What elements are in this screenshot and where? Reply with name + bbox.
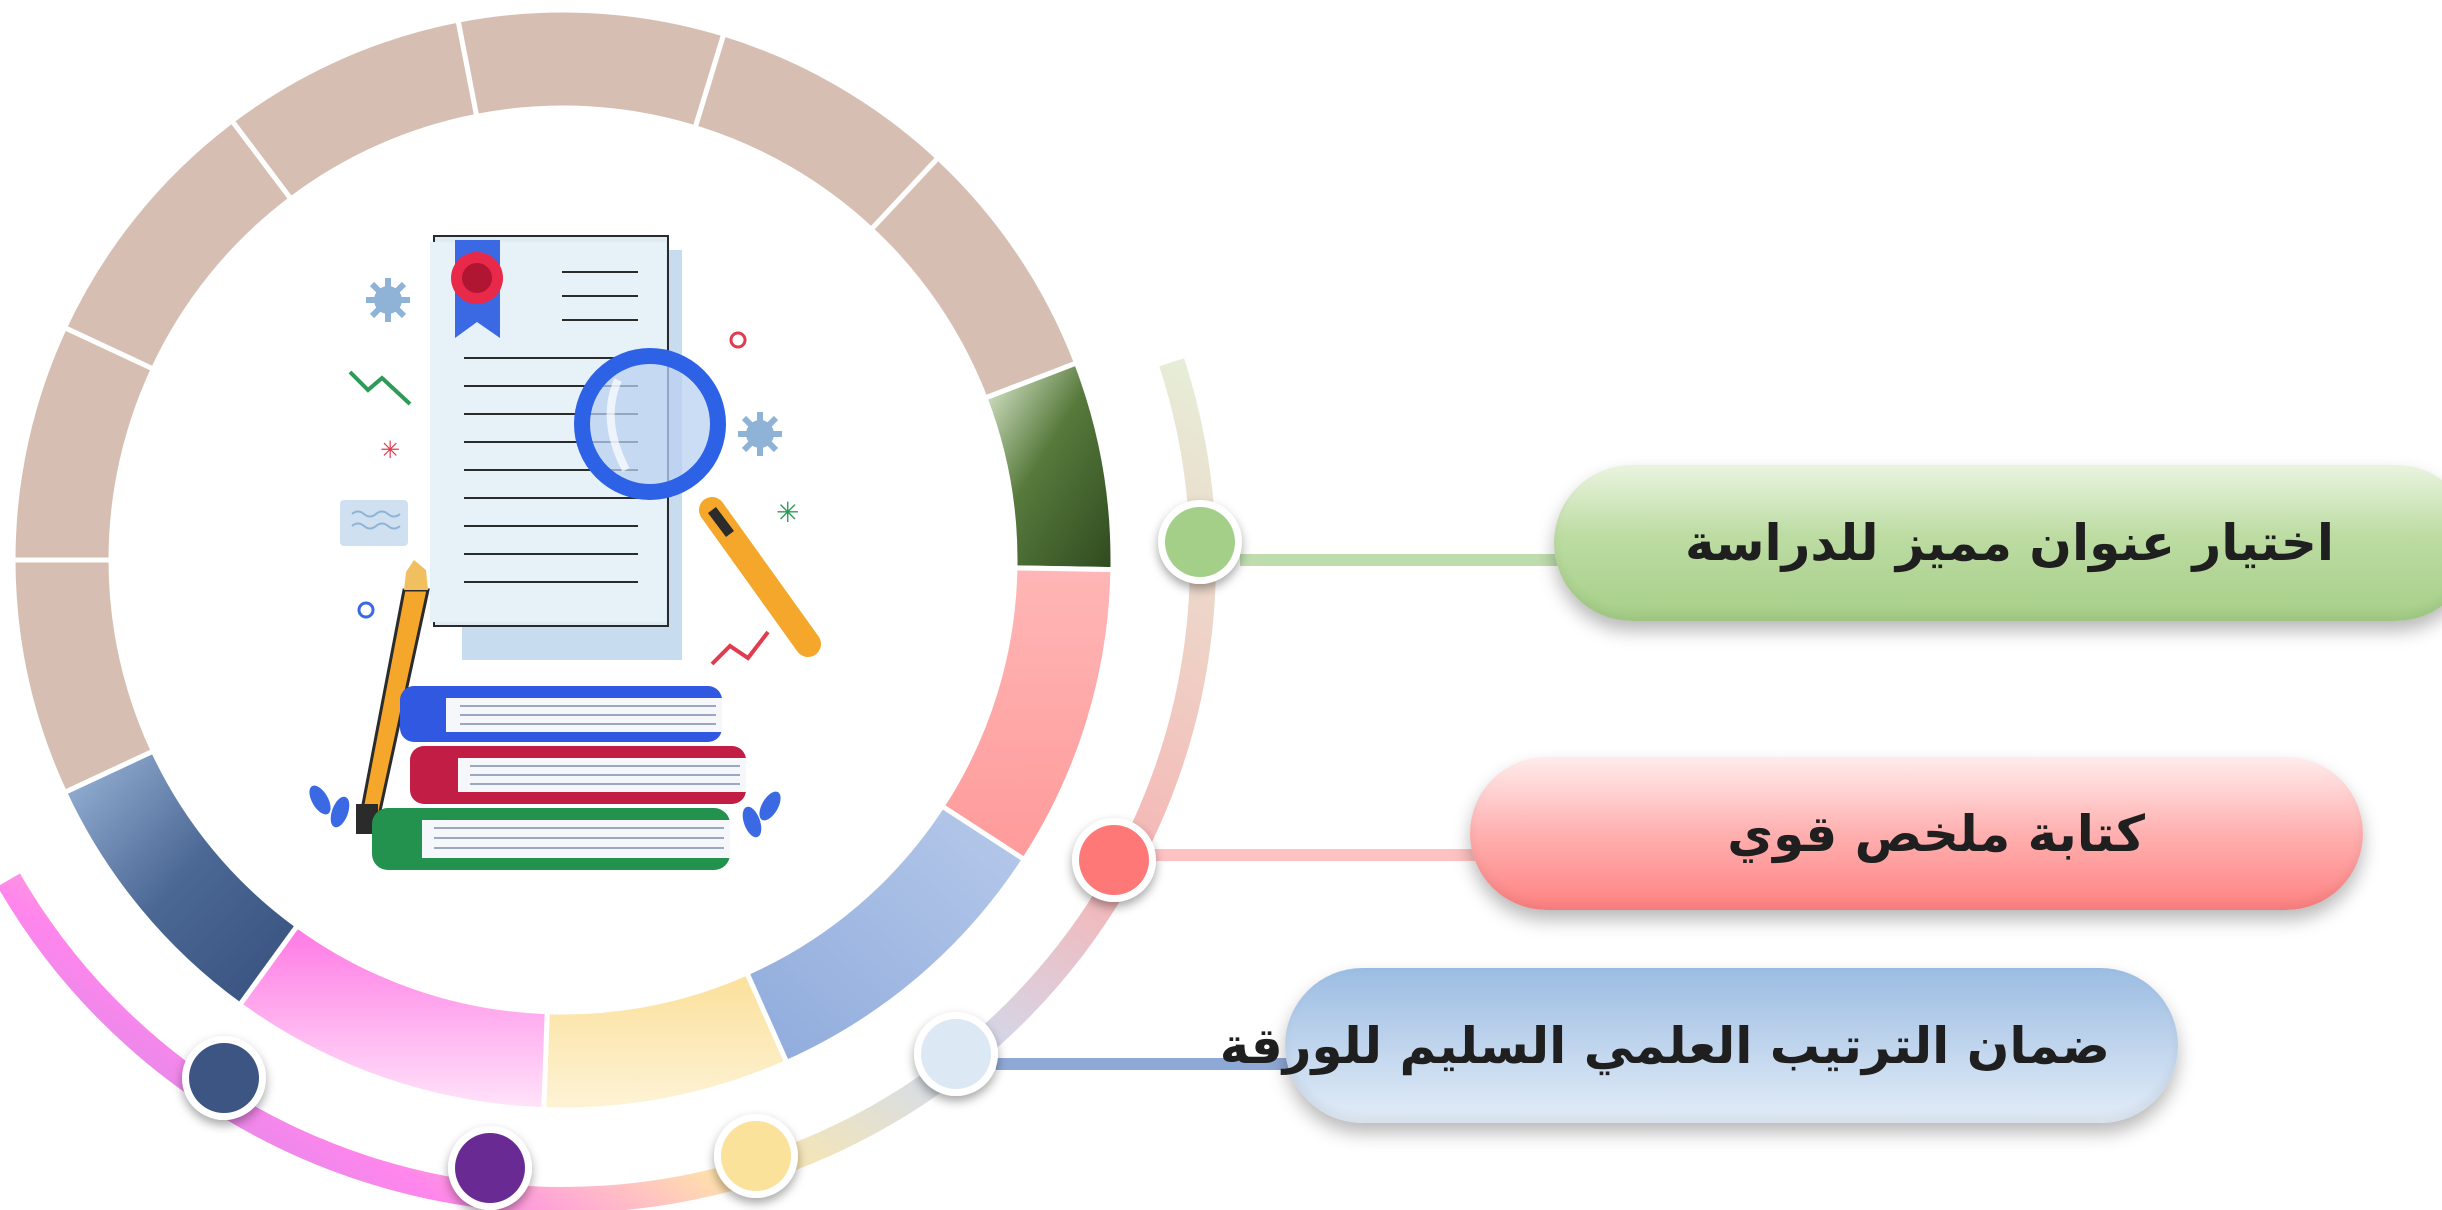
step-1-label: اختيار عنوان مميز للدراسة	[1685, 514, 2334, 572]
gear-icon	[738, 412, 782, 456]
ring-segment-coral	[938, 565, 1116, 864]
step-2-label: كتابة ملخص قوي	[1727, 804, 2145, 863]
step-marker-6	[182, 1036, 266, 1120]
ribbon-badge-icon	[451, 240, 503, 338]
ring-segment-magenta	[236, 922, 550, 1113]
step-marker-4	[714, 1114, 798, 1198]
books-stack-icon	[372, 686, 746, 870]
step-marker-5	[448, 1126, 532, 1210]
magnifier-icon	[574, 348, 821, 657]
trend-line-icon	[710, 630, 770, 666]
ring-segment-green	[981, 359, 1116, 573]
step-marker-3	[914, 1012, 998, 1096]
step-1-pill: اختيار عنوان مميز للدراسة	[1554, 465, 2442, 621]
ring-segment-neutral	[10, 324, 157, 563]
ring-segment-yellow	[541, 969, 791, 1113]
ring-segment-neutral	[10, 557, 157, 796]
step-3-pill: ضمان الترتيب العلمي السليم للورقة	[1220, 968, 2178, 1123]
svg-text:✳: ✳	[380, 436, 400, 464]
ring-segment-neutral	[867, 154, 1080, 402]
document-research-illustration: ✳ ✳	[309, 235, 821, 870]
ring-segment-navy	[61, 747, 301, 1009]
gear-icon	[366, 278, 410, 322]
ring-segment-neutral	[228, 17, 480, 203]
chat-bubble-icon	[340, 500, 408, 546]
pencil-icon	[356, 560, 430, 834]
step-marker-1	[1158, 500, 1242, 584]
step-2-pill: كتابة ملخص قوي	[1470, 757, 2363, 910]
leaf-icon	[309, 785, 781, 838]
svg-text:✳: ✳	[776, 496, 799, 529]
step-3-label: ضمان الترتيب العلمي السليم للورقة	[1219, 1016, 2110, 1075]
segmented-ring	[10, 7, 1116, 1113]
trend-line-icon	[348, 370, 412, 406]
step-marker-2	[1072, 818, 1156, 902]
ring-segment-neutral	[455, 7, 727, 131]
